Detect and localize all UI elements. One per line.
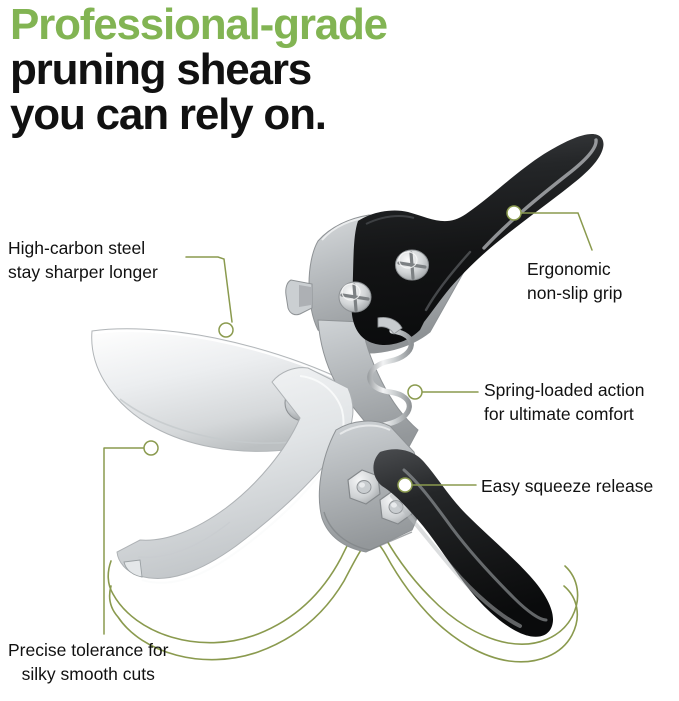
- phillips-screw-upper: [395, 249, 429, 281]
- callout-spring-line-2: for ultimate comfort: [484, 404, 634, 424]
- callout-grip-line-1: Ergonomic: [527, 259, 611, 279]
- spring-anchor-upper: [377, 317, 403, 335]
- headline-line-2: pruning shears: [10, 45, 312, 94]
- callout-high-carbon-steel: High-carbon steel stay sharper longer: [8, 236, 158, 284]
- marker-steel: [218, 322, 234, 338]
- callout-spring-loaded-action: Spring-loaded action for ultimate comfor…: [484, 378, 645, 426]
- callout-easy-squeeze-release: Easy squeeze release: [481, 474, 653, 498]
- upper-blade: [91, 328, 353, 452]
- headline-block: Professional-grade pruning shears you ca…: [10, 2, 670, 137]
- leader-precise: [103, 447, 145, 635]
- headline-line-1: Professional-grade: [10, 0, 388, 49]
- headline-line-3: you can rely on.: [10, 90, 327, 139]
- callout-spring-line-1: Spring-loaded action: [484, 380, 645, 400]
- callout-precise-line-1: Precise tolerance for: [8, 640, 169, 660]
- callout-grip-line-2: non-slip grip: [527, 283, 623, 303]
- callout-squeeze-line-1: Easy squeeze release: [481, 476, 654, 496]
- phillips-screw-lower: [338, 281, 372, 313]
- hex-bolt-upper: [347, 469, 381, 505]
- leader-grip: [519, 212, 593, 251]
- callout-precise-line-2: silky smooth cuts: [21, 664, 155, 684]
- upper-grip: [351, 134, 604, 345]
- marker-spring: [407, 384, 423, 400]
- callout-precise-tolerance: Precise tolerance for silky smooth cuts: [8, 638, 169, 686]
- lower-grip: [373, 449, 554, 637]
- callout-steel-line-1: High-carbon steel: [8, 238, 146, 258]
- leader-lines: [103, 212, 593, 635]
- callout-ergonomic-grip: Ergonomic non-slip grip: [527, 257, 622, 305]
- callout-steel-line-2: stay sharper longer: [8, 262, 158, 282]
- leader-markers: [143, 205, 522, 493]
- leader-steel: [185, 256, 233, 323]
- marker-grip: [506, 205, 522, 221]
- marker-precise: [143, 440, 159, 456]
- marker-squeeze: [397, 477, 413, 493]
- lower-blade: [116, 367, 354, 584]
